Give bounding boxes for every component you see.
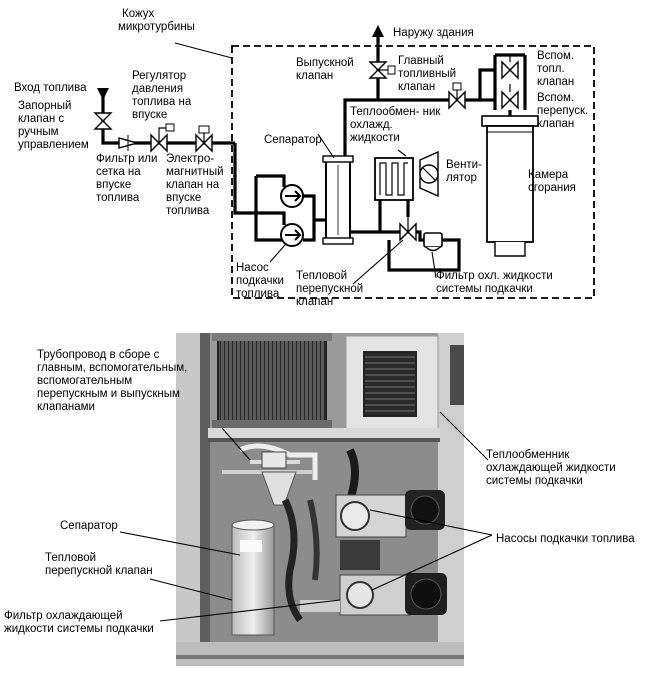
label-outside: Наружу здания — [393, 27, 474, 39]
aux-valve-symbol — [501, 54, 519, 80]
exhaust-valve-symbol — [368, 61, 396, 79]
label-fan: Венти-лятор — [446, 159, 482, 184]
combustor-symbol — [481, 115, 539, 257]
separator-symbol — [322, 155, 354, 245]
label-aux-valve: Вспом.топл.клапан — [537, 50, 574, 88]
label-fuel-inlet: Вход топлива — [14, 82, 87, 94]
label-separator: Сепаратор — [264, 134, 322, 146]
fan-symbol — [419, 150, 439, 198]
boost-pump-symbol-1 — [280, 184, 304, 208]
solenoid-valve-symbol — [195, 125, 213, 153]
aux-bypass-valve-symbol — [501, 84, 519, 110]
enclosure-leader — [174, 42, 233, 59]
inlet-filter-symbol — [118, 135, 140, 151]
pump-feed — [233, 143, 256, 215]
callout-separator: Сепаратор — [60, 520, 118, 532]
turbine-enclosure — [231, 45, 595, 299]
boost-pump-symbol-2 — [280, 223, 304, 247]
main-valve-symbol — [448, 82, 466, 110]
heat-exchanger-symbol — [374, 157, 414, 201]
manual-valve-symbol — [93, 112, 113, 130]
label-aux-bypass-valve: Вспом.перепуск.клапан — [537, 92, 588, 130]
thermal-bypass-symbol — [399, 200, 417, 242]
schematic — [93, 25, 595, 299]
inlet-pipe — [101, 95, 235, 145]
equipment-photo — [176, 333, 464, 666]
pressure-regulator-symbol — [150, 123, 175, 153]
callout-pumps: Насосы подкачки топлива — [496, 533, 635, 545]
coolant-filter-symbol — [423, 232, 443, 252]
